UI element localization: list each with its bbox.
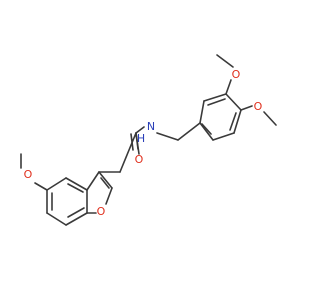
bond — [46, 177, 67, 191]
bond — [156, 132, 179, 141]
atom-label-o: O — [232, 68, 241, 81]
atom-label-o: O — [254, 100, 263, 113]
bond — [233, 109, 242, 134]
bond — [65, 177, 88, 191]
bond — [86, 171, 100, 191]
bond — [135, 126, 145, 134]
bond — [225, 79, 232, 95]
atom-label-o: O — [24, 168, 33, 181]
bond — [135, 132, 139, 150]
bond — [119, 132, 137, 173]
bond — [100, 177, 110, 189]
bond — [177, 122, 201, 141]
bond — [240, 105, 253, 111]
bond — [65, 212, 88, 226]
bond — [199, 100, 205, 124]
bond — [212, 132, 235, 141]
bond — [105, 187, 113, 205]
bonds — [20, 54, 277, 226]
bond — [34, 182, 48, 191]
bond — [225, 93, 242, 111]
bond — [207, 98, 226, 106]
bond — [201, 123, 212, 135]
atom-label-h: H — [137, 132, 145, 145]
bond — [203, 93, 227, 102]
molecule-structure: O O N H O O O — [20, 54, 277, 226]
atom-label-o: O — [97, 205, 106, 218]
bond — [67, 207, 85, 218]
bond — [263, 111, 277, 126]
atom-labels: O O N H O O O — [24, 68, 263, 218]
bond — [216, 54, 234, 68]
bond — [199, 122, 214, 141]
bond — [98, 171, 113, 189]
bond — [229, 112, 237, 131]
atom-label-o: O — [135, 153, 144, 166]
bond — [67, 183, 84, 193]
bond — [46, 212, 67, 226]
atom-label-n: N — [147, 120, 155, 133]
